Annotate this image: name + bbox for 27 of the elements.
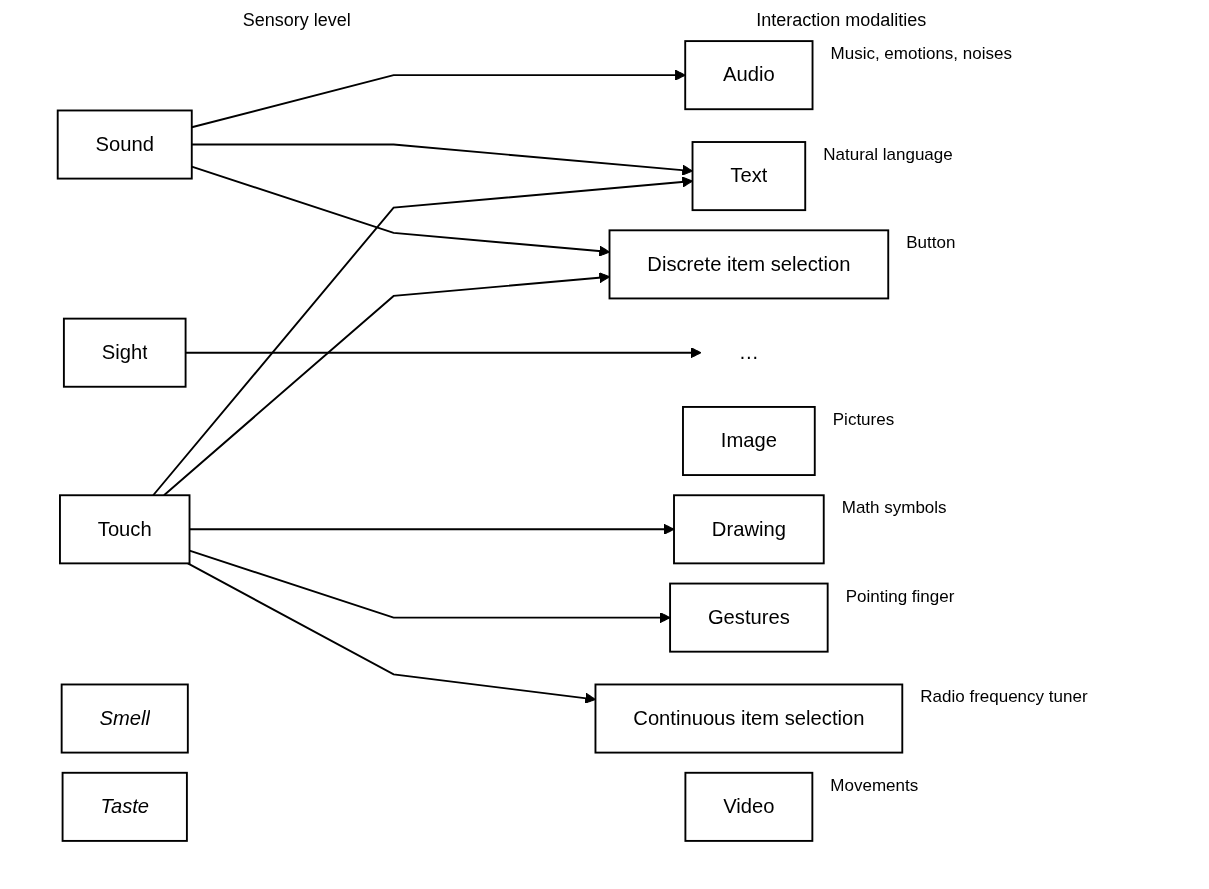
node-box: Video xyxy=(684,771,814,842)
annotation-text: Button xyxy=(906,232,956,254)
node-box: Continuous item selection xyxy=(594,683,904,754)
arrow xyxy=(163,272,610,497)
node-box: Touch xyxy=(59,494,191,565)
arrow xyxy=(186,562,596,704)
column-heading: Interaction modalities xyxy=(756,10,927,31)
annotation-text: Pointing finger xyxy=(845,585,955,607)
annotation-text: Math symbols xyxy=(841,497,947,519)
node-box: Sight xyxy=(62,317,187,388)
node-box: Gestures xyxy=(669,582,829,653)
node-box: Drawing xyxy=(673,494,825,565)
node-text: … xyxy=(738,341,759,363)
annotation-text: Radio frequency tuner xyxy=(920,686,1088,708)
annotation-text: Pictures xyxy=(832,408,895,430)
arrow xyxy=(152,176,693,497)
node-box: Smell xyxy=(60,683,189,754)
node-box: Audio xyxy=(684,40,814,111)
node-box: Text xyxy=(691,141,807,212)
node-box: Discrete item selection xyxy=(608,229,890,300)
node-box: Sound xyxy=(56,109,193,180)
column-heading: Sensory level xyxy=(242,10,351,31)
annotation-text: Movements xyxy=(830,774,919,796)
annotation-text: Music, emotions, noises xyxy=(830,43,1012,65)
annotation-text: Natural language xyxy=(823,144,953,165)
node-box: Image xyxy=(682,406,816,476)
node-box: Taste xyxy=(61,771,188,842)
